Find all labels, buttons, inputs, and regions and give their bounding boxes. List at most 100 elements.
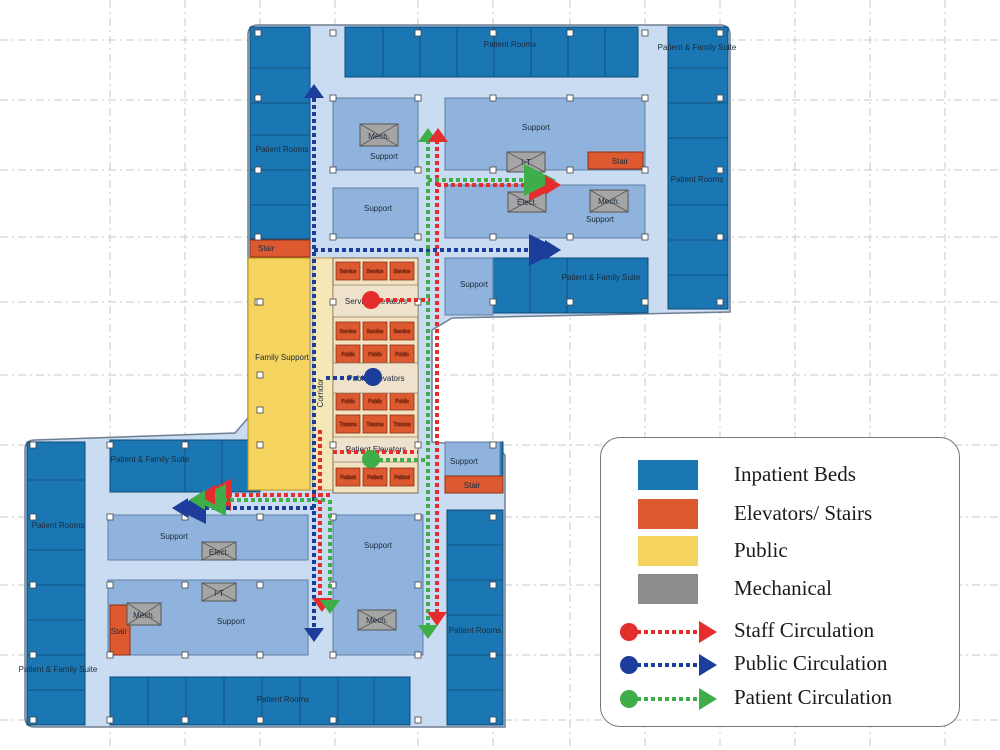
label-stair-4: Stair	[111, 627, 128, 636]
column-marker	[106, 581, 114, 589]
column-marker	[254, 29, 262, 37]
column-marker	[329, 298, 337, 306]
label-support-7: Support	[160, 532, 189, 541]
elevator-car-label: Public	[341, 399, 355, 405]
label-stair-3: Stair	[464, 481, 481, 490]
label-family-suite-tr: Patient & Family Suite	[658, 43, 737, 52]
column-marker	[566, 29, 574, 37]
patient-circulation-arrow-icon	[620, 688, 717, 710]
column-marker	[329, 233, 337, 241]
elevator-car	[389, 467, 415, 487]
column-marker	[256, 441, 264, 449]
elevator-car-label: Public	[368, 352, 382, 358]
label-patient-rooms-br: Patient Rooms	[449, 626, 501, 635]
elevator-car-label: Patient	[394, 475, 410, 481]
column-marker	[641, 166, 649, 174]
column-marker	[256, 298, 264, 306]
column-marker	[641, 233, 649, 241]
column-marker	[489, 513, 497, 521]
column-marker	[414, 581, 422, 589]
column-marker	[489, 233, 497, 241]
elevator-car	[362, 467, 388, 487]
elevator-car-label: Patient	[367, 475, 383, 481]
column-marker	[414, 29, 422, 37]
public-origin-dot	[364, 368, 382, 386]
label-patient-rooms-right: Patient Rooms	[671, 175, 723, 184]
column-marker	[414, 94, 422, 102]
column-marker	[29, 581, 37, 589]
column-marker	[489, 29, 497, 37]
label-support-5: Support	[460, 280, 489, 289]
label-support-6: Support	[450, 457, 479, 466]
elevator-car	[335, 261, 361, 281]
elevator-car-label: Service	[394, 329, 411, 335]
arrow-right-blue-icon	[545, 240, 561, 260]
elevator-car-label: Service	[394, 269, 411, 275]
elevator-car-label: Patient	[340, 475, 356, 481]
legend: Inpatient Beds Elevators/ Stairs Public …	[600, 437, 960, 727]
arrow-up-blue-icon	[304, 84, 324, 98]
label-it-2: I-T	[214, 589, 224, 598]
column-marker	[489, 441, 497, 449]
column-marker	[489, 94, 497, 102]
column-marker	[414, 233, 422, 241]
column-marker	[566, 94, 574, 102]
elevator-car	[362, 321, 388, 341]
column-marker	[256, 716, 264, 724]
arrow-right-red-icon	[545, 175, 561, 195]
label-corridor: Corridor	[316, 378, 325, 407]
elevator-car-label: Trauma	[366, 422, 383, 428]
elevators-stairs-swatch	[638, 499, 698, 529]
legend-label: Public Circulation	[734, 651, 888, 675]
staff-origin-dot	[362, 291, 380, 309]
structural-columns	[29, 29, 724, 724]
legend-item-public-circulation: Public Circulation	[601, 646, 959, 680]
label-mech-1: Mech.	[368, 132, 390, 141]
column-marker	[329, 166, 337, 174]
label-support-4: Support	[586, 215, 615, 224]
column-marker	[254, 94, 262, 102]
legend-item-mechanical: Mechanical	[601, 568, 959, 604]
elevator-car	[389, 261, 415, 281]
label-patient-rooms-bottom: Patient Rooms	[257, 695, 309, 704]
label-mech-2: Mech.	[598, 197, 620, 206]
elevator-car-label: Service	[367, 329, 384, 335]
column-marker	[329, 94, 337, 102]
elevator-car-label: Public	[395, 399, 409, 405]
column-marker	[414, 716, 422, 724]
stair-zones	[109, 151, 644, 656]
elevator-car-label: Public	[368, 399, 382, 405]
label-support-3: Support	[522, 123, 551, 132]
legend-label: Mechanical	[734, 576, 832, 600]
label-mech-4: Mech.	[366, 616, 388, 625]
column-marker	[414, 441, 422, 449]
column-marker	[566, 233, 574, 241]
column-marker	[641, 29, 649, 37]
arrow-down-red-icon-2	[427, 612, 447, 626]
patient-origin-dot	[362, 450, 380, 468]
label-support-2: Support	[364, 204, 393, 213]
arrow-left-blue-icon	[172, 498, 188, 518]
elevator-car-label: Service	[340, 269, 357, 275]
column-marker	[414, 651, 422, 659]
room-dividers	[27, 27, 728, 725]
legend-item-elevators-stairs: Elevators/ Stairs	[601, 493, 959, 529]
column-marker	[489, 166, 497, 174]
label-mech-3: Mech.	[133, 611, 155, 620]
legend-label: Staff Circulation	[734, 618, 875, 642]
column-marker	[254, 166, 262, 174]
column-marker	[106, 441, 114, 449]
label-it-1: I-T	[521, 158, 531, 167]
label-patient-rooms-bl: Patient Rooms	[32, 521, 84, 530]
staff-circulation-arrow-icon	[620, 621, 717, 643]
arrow-right-green-icon	[530, 170, 546, 190]
mechanical-crosses	[126, 123, 629, 631]
elevator-car-label: Service	[367, 269, 384, 275]
elevator-car	[362, 414, 388, 434]
label-family-suite-left: Patient & Family Suite	[111, 455, 190, 464]
arrow-left-green-icon	[189, 490, 205, 510]
column-marker	[256, 581, 264, 589]
circulation-arrowheads	[172, 84, 561, 642]
label-patient-rooms-top: Patient Rooms	[484, 40, 536, 49]
